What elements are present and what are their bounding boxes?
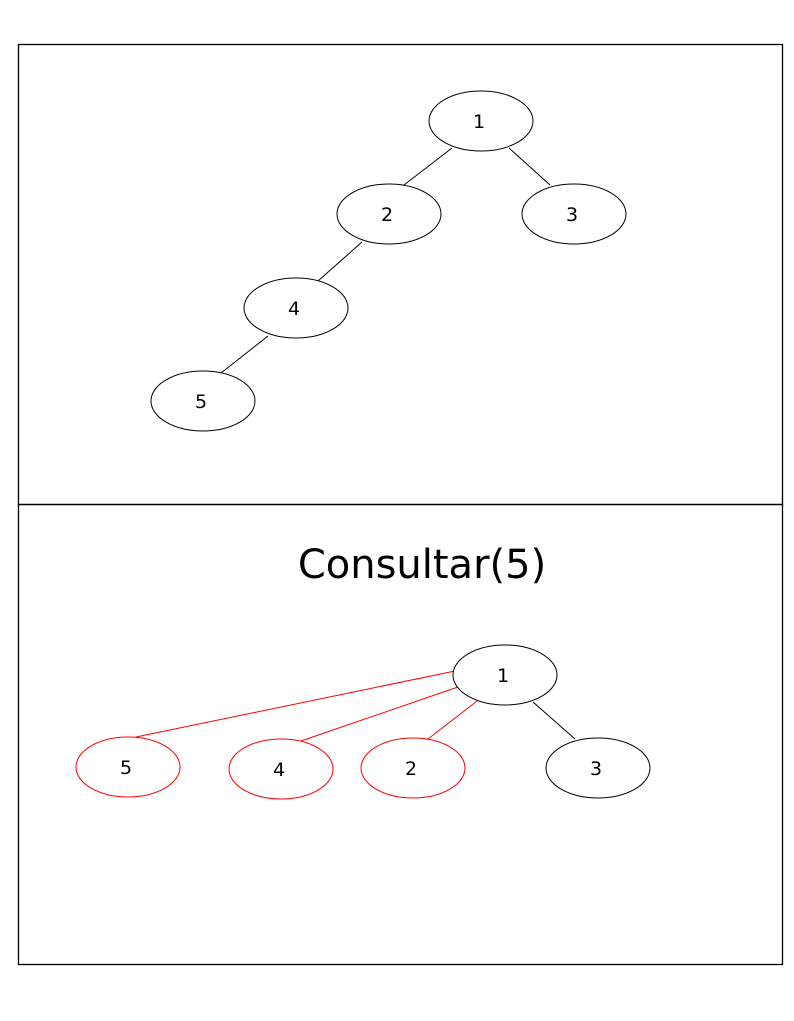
bottom-tree-node-ellipse [360, 737, 466, 799]
top-tree-node-label: 3 [566, 204, 578, 226]
top-tree-edge-2-4 [317, 241, 363, 282]
top-tree-node-2: 2 [336, 183, 442, 245]
top-panel-frame [17, 43, 784, 506]
top-tree-edge-1-2 [403, 147, 453, 186]
top-tree-edges [220, 147, 551, 374]
top-tree-node-5: 5 [150, 370, 256, 432]
top-tree-nodes: 1 2 3 4 5 [150, 90, 627, 432]
top-tree-edge-4-5 [220, 335, 269, 374]
bottom-tree-node-ellipse [452, 644, 558, 706]
bottom-tree-node-label: 1 [497, 665, 509, 687]
top-tree-node-ellipse [336, 183, 442, 245]
bottom-tree-node-3: 3 [545, 737, 651, 799]
top-tree-node-1: 1 [428, 90, 534, 152]
bottom-tree-edges [135, 670, 576, 742]
bottom-tree-node-1: 1 [452, 644, 558, 706]
top-tree-node-label: 5 [195, 391, 207, 413]
top-tree-node-ellipse [521, 183, 627, 245]
bottom-tree-node-ellipse [545, 737, 651, 799]
bottom-tree-node-5: 5 [75, 736, 181, 798]
bottom-tree-edge-1-4 [300, 686, 459, 742]
bottom-tree-node-2: 2 [360, 737, 466, 799]
bottom-tree-node-label: 5 [120, 757, 132, 779]
bottom-tree-node-label: 4 [273, 759, 285, 781]
top-tree-node-label: 4 [288, 298, 300, 320]
operation-title: Consultar(5) [298, 542, 546, 588]
bottom-panel-frame [17, 503, 784, 966]
bottom-tree-node-ellipse [75, 736, 181, 798]
bottom-tree-edge-1-2 [427, 700, 478, 740]
top-tree-node-3: 3 [521, 183, 627, 245]
top-tree-edge-1-3 [508, 147, 551, 186]
bottom-tree-edge-1-5 [135, 670, 456, 738]
bottom-tree-edge-1-3 [532, 701, 576, 740]
top-tree-node-label: 1 [473, 111, 485, 133]
bottom-tree-node-label: 3 [590, 758, 602, 780]
top-tree-node-ellipse [428, 90, 534, 152]
bottom-tree-node-4: 4 [228, 738, 334, 800]
bottom-tree-nodes: 1 5 4 2 3 [75, 644, 651, 800]
top-tree-node-ellipse [243, 277, 349, 339]
bottom-tree-node-ellipse [228, 738, 334, 800]
top-tree-node-label: 2 [381, 204, 393, 226]
top-tree-node-4: 4 [243, 277, 349, 339]
top-tree-node-ellipse [150, 370, 256, 432]
bottom-tree-node-label: 2 [405, 758, 417, 780]
